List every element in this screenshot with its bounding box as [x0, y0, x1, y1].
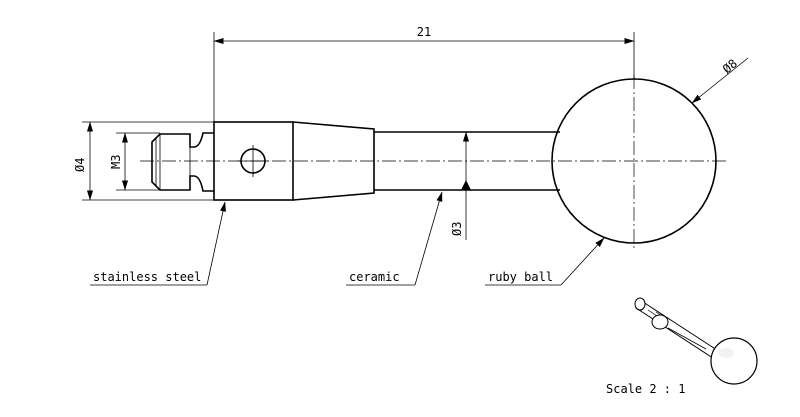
- stem-diameter-dimension: Ø3: [450, 131, 471, 240]
- thread-dimension: M3: [109, 132, 160, 191]
- label-stainless-steel: stainless steel: [93, 270, 201, 284]
- stainless-steel-body: [213, 121, 294, 201]
- isometric-thumbnail: [634, 297, 758, 385]
- leader-ruby-ball: ruby ball: [485, 237, 605, 286]
- threaded-end: [151, 132, 214, 192]
- shank-diameter-dimension: Ø4: [73, 121, 214, 201]
- ball-diameter-text: Ø8: [720, 56, 740, 76]
- leader-ceramic: ceramic: [346, 191, 443, 286]
- stem-diameter-text: Ø3: [450, 222, 464, 236]
- length-dimension: 21: [213, 25, 635, 122]
- scale-label: Scale 2 : 1: [606, 382, 685, 396]
- label-ceramic: ceramic: [349, 270, 400, 284]
- length-dimension-text: 21: [417, 25, 431, 39]
- ball-diameter-dimension: Ø8: [691, 56, 749, 104]
- shank-diameter-text: Ø4: [73, 158, 87, 172]
- thread-dimension-text: M3: [109, 155, 123, 169]
- label-ruby-ball: ruby ball: [488, 270, 553, 284]
- leader-stainless-steel: stainless steel: [90, 201, 226, 286]
